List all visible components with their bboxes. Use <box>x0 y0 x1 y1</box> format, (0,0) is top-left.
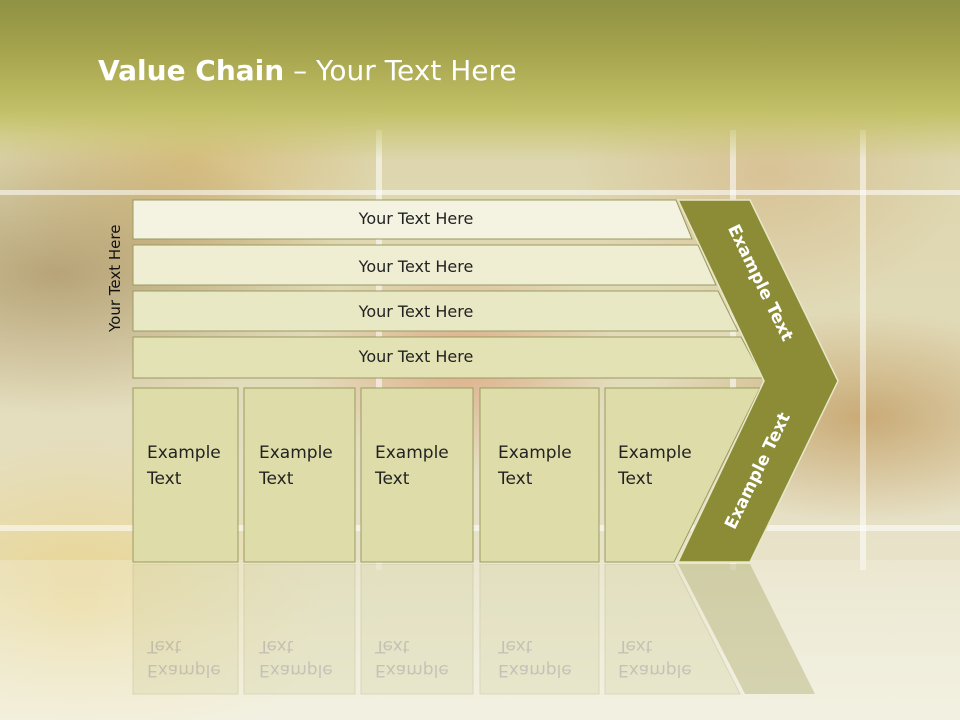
chain-box-4-label: Example Text <box>498 440 572 492</box>
box-label-line2: Text <box>618 469 653 489</box>
side-label[interactable]: Your Text Here <box>106 224 124 332</box>
chain-box-5[interactable] <box>604 387 761 563</box>
chain-row-1[interactable] <box>132 199 693 240</box>
chain-box-3-label: Example Text <box>375 440 449 492</box>
chain-box-3[interactable] <box>360 387 474 563</box>
chain-row-3-label: Your Text Here <box>358 302 474 321</box>
box-label-line1: Example <box>618 443 692 463</box>
chain-box-2-label: Example Text <box>259 440 333 492</box>
box-label-line1: Example <box>259 443 333 463</box>
chain-row-2[interactable] <box>132 244 717 286</box>
chain-box-1-label: Example Text <box>147 440 221 492</box>
bottom-fade <box>0 560 960 720</box>
chain-row-3[interactable] <box>132 290 739 332</box>
slide-title[interactable]: Value Chain – Your Text Here <box>98 54 517 87</box>
chain-box-2[interactable] <box>243 387 356 563</box>
chain-box-1[interactable] <box>132 387 239 563</box>
box-label-line1: Example <box>498 443 572 463</box>
header-band <box>0 0 960 160</box>
chain-row-1-label: Your Text Here <box>358 209 474 228</box>
box-label-line2: Text <box>259 469 294 489</box>
box-label-line2: Text <box>375 469 410 489</box>
box-label-line1: Example <box>375 443 449 463</box>
box-label-line2: Text <box>147 469 182 489</box>
chain-box-4[interactable] <box>479 387 600 563</box>
chain-box-5-label: Example Text <box>618 440 692 492</box>
tile-divider <box>860 130 866 570</box>
chain-row-2-label: Your Text Here <box>358 257 474 276</box>
box-label-line2: Text <box>498 469 533 489</box>
title-bold: Value Chain <box>98 54 285 87</box>
chevron-arrow[interactable] <box>676 199 839 563</box>
chain-row-4-label: Your Text Here <box>358 347 474 366</box>
title-rest: – Your Text Here <box>284 54 517 87</box>
tile-divider <box>0 190 960 195</box>
box-label-line1: Example <box>147 443 221 463</box>
